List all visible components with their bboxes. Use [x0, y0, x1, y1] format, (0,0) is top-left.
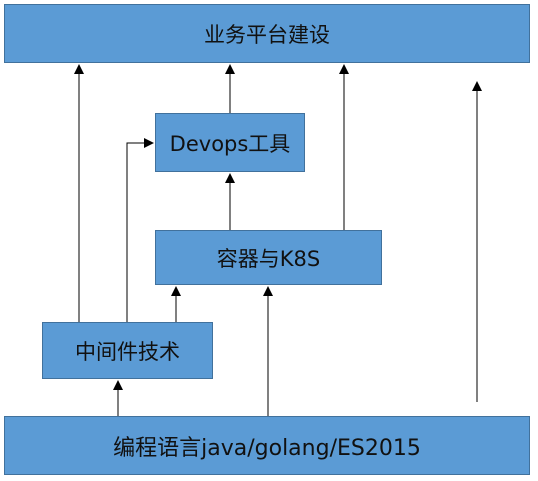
middleware-box: 中间件技术	[42, 322, 213, 379]
platform-label: 业务平台建设	[204, 22, 330, 47]
languages-label: 编程语言java/golang/ES2015	[113, 435, 421, 461]
arrow-middleware-to-devops	[126, 138, 154, 322]
devops-label: Devops工具	[169, 131, 291, 156]
containers-label: 容器与K8S	[216, 246, 321, 271]
middleware-label: 中间件技术	[75, 339, 180, 364]
containers-box: 容器与K8S	[155, 230, 382, 285]
platform-box: 业务平台建设	[4, 4, 530, 63]
devops-box: Devops工具	[155, 113, 305, 172]
languages-box: 编程语言java/golang/ES2015	[4, 416, 530, 475]
